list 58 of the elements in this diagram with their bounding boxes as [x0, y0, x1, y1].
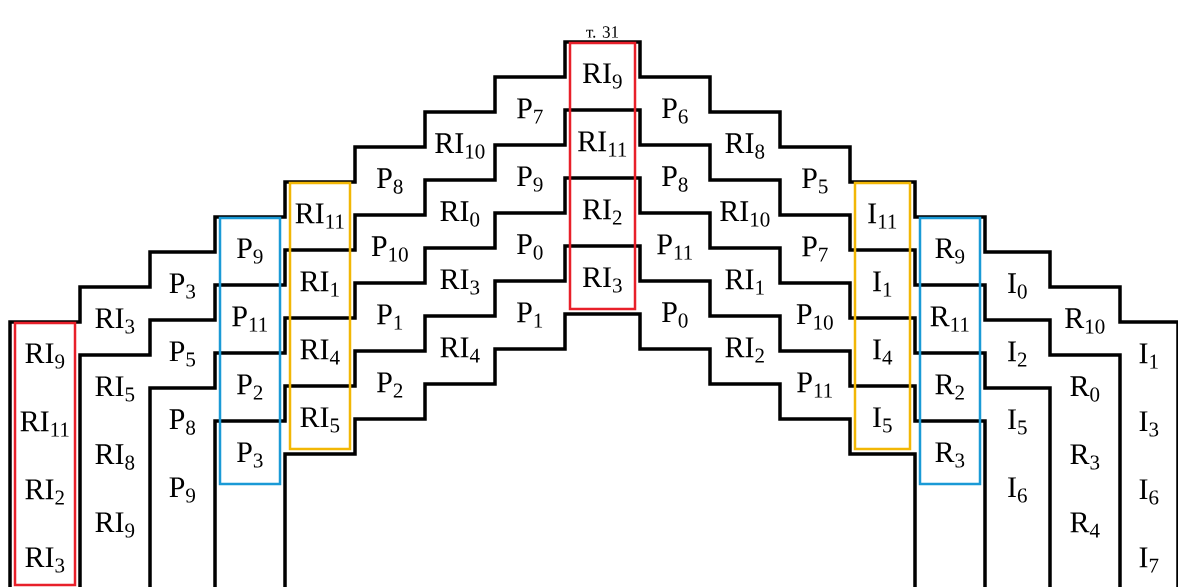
symbol-label: P$_{9}$: [169, 477, 195, 503]
symbol-label: I$_{4}$: [873, 339, 893, 365]
symbol-label: I$_{2}$: [1008, 341, 1027, 367]
symbol-label: R$_{3}$: [935, 442, 965, 468]
symbol-label: RI$_{0}$: [440, 201, 480, 227]
symbol-label: RI$_{10}$: [435, 133, 485, 159]
symbol-label: R$_{4}$: [1070, 512, 1100, 538]
symbol-label: I$_{6}$: [1008, 477, 1027, 503]
symbol-label: I$_{7}$: [1139, 547, 1159, 573]
symbol-label: RI$_{3}$: [25, 547, 65, 573]
symbol-label: RI$_{11}$: [295, 203, 344, 229]
symbol-label: P$_{11}$: [232, 306, 267, 332]
symbol-label: I$_{6}$: [1139, 479, 1159, 505]
symbol-label: P$_{7}$: [517, 98, 543, 124]
symbol-label: RI$_{4}$: [440, 337, 480, 363]
symbol-label: RI$_{5}$: [95, 376, 135, 402]
symbol-label: I$_{5}$: [1008, 409, 1027, 435]
symbol-label: RI$_{9}$: [25, 343, 65, 369]
symbol-label: P$_{9}$: [237, 238, 263, 264]
symbol-label: P$_{11}$: [797, 372, 832, 398]
symbol-label: P$_{10}$: [796, 304, 833, 330]
symbol-label: RI$_{8}$: [725, 133, 765, 159]
symbol-label: I$_{1}$: [1139, 343, 1158, 369]
symbol-label: I$_{3}$: [1139, 411, 1159, 437]
symbol-label: RI$_{3}$: [582, 267, 622, 293]
symbol-label: RI$_{11}$: [20, 411, 69, 437]
symbol-label: P$_{2}$: [237, 374, 263, 400]
symbol-label: RI$_{2}$: [725, 337, 764, 363]
symbol-label: RI$_{4}$: [300, 339, 340, 365]
symbol-label: RI$_{2}$: [25, 479, 64, 505]
symbol-label: P$_{1}$: [517, 302, 543, 328]
symbol-label: RI$_{3}$: [440, 269, 480, 295]
point-label: т. 31: [586, 26, 618, 38]
symbol-label: P$_{3}$: [237, 442, 263, 468]
symbol-label: P$_{8}$: [377, 168, 403, 194]
symbol-label: P$_{0}$: [517, 234, 543, 260]
symbol-label: RI$_{5}$: [300, 407, 340, 433]
symbol-label: I$_{1}$: [873, 271, 892, 297]
symbol-label: RI$_{1}$: [725, 269, 764, 295]
symbol-label: R$_{3}$: [1070, 444, 1100, 470]
symbol-label: RI$_{8}$: [95, 444, 135, 470]
symbol-label: RI$_{3}$: [95, 308, 135, 334]
symbol-label: R$_{0}$: [1070, 376, 1100, 402]
symbol-label: P$_{9}$: [517, 166, 543, 192]
symbol-label: R$_{2}$: [935, 374, 964, 400]
symbol-label: R$_{9}$: [935, 238, 965, 264]
symbol-label: I$_{5}$: [873, 407, 892, 433]
symbol-label: I$_{0}$: [1008, 273, 1027, 299]
symbol-label: P$_{5}$: [802, 168, 828, 194]
symbol-label: RI$_{2}$: [582, 199, 622, 225]
symbol-label: P$_{0}$: [662, 302, 688, 328]
symbol-label: R$_{10}$: [1065, 308, 1105, 334]
symbol-label: RI$_{11}$: [578, 131, 627, 157]
symbol-label: RI$_{9}$: [582, 63, 622, 89]
symbol-label: RI$_{10}$: [720, 201, 770, 227]
symbol-label: R$_{11}$: [930, 306, 969, 332]
symbol-label: RI$_{1}$: [300, 271, 339, 297]
symbol-label: I$_{11}$: [868, 203, 897, 229]
